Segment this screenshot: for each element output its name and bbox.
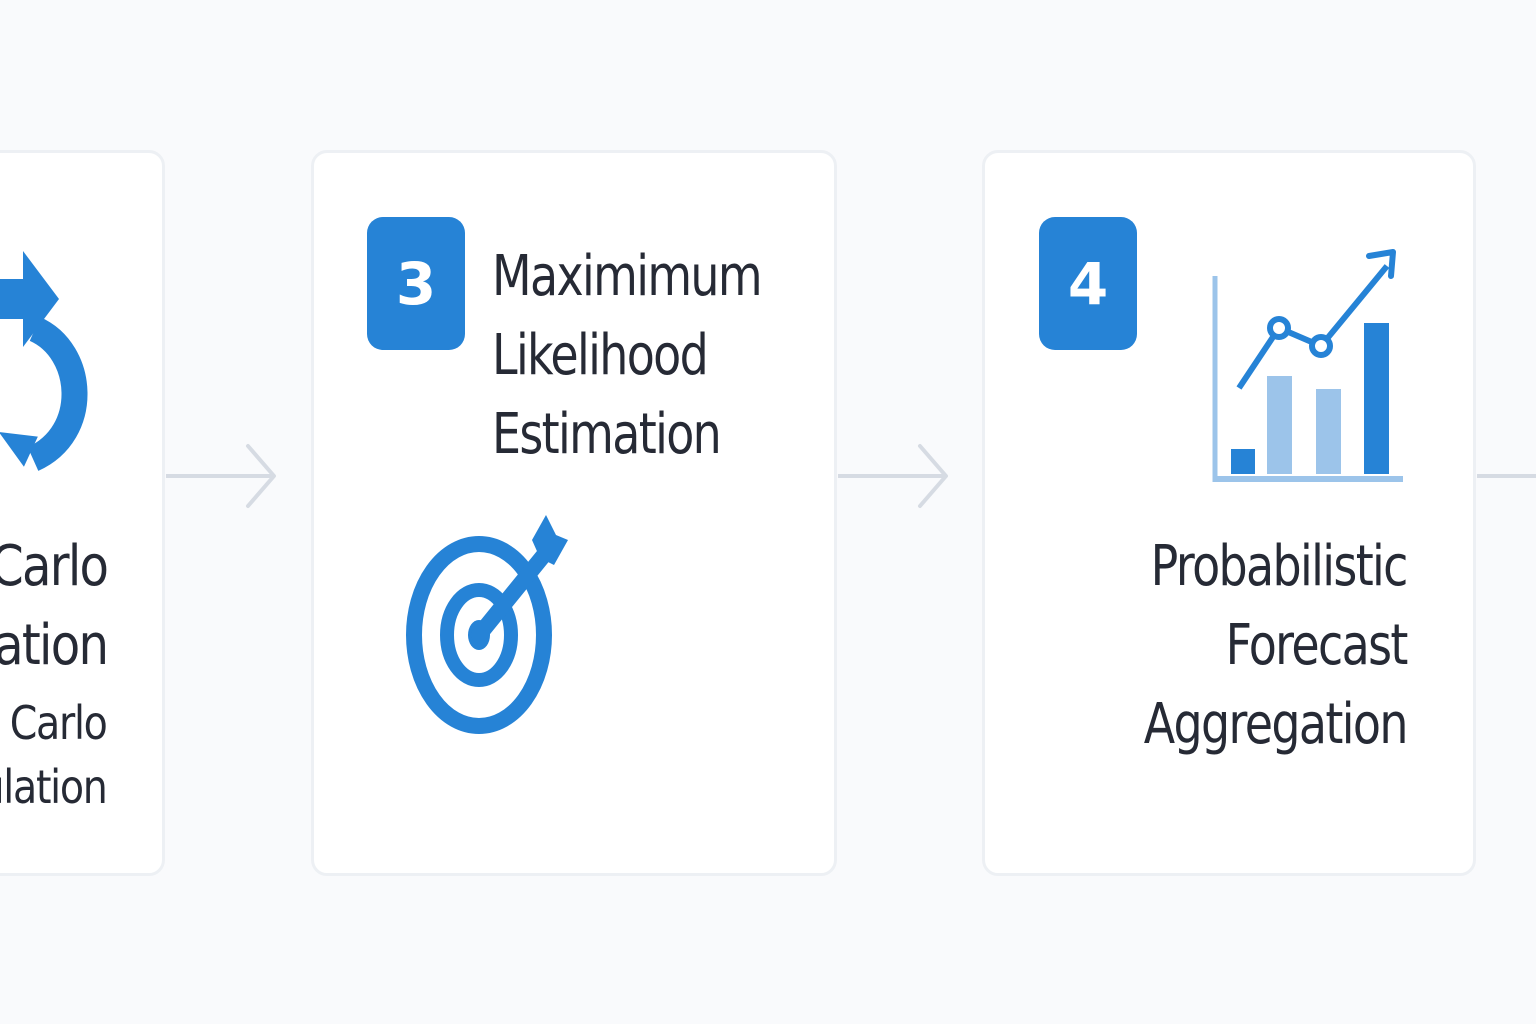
target-arrow-icon	[406, 515, 568, 734]
step-title-line: ation	[0, 613, 109, 678]
step-card-forecast-aggregation: 4 Probabilistic Forecast Aggregation	[982, 150, 1476, 876]
step-subtitle: e Carlo ulation	[0, 691, 108, 819]
step-title-line: Carlo	[0, 534, 109, 599]
step-title: Carlo ation	[0, 527, 109, 685]
cycle-arrows-icon	[0, 251, 88, 471]
step-title-line: Probabilistic	[1150, 534, 1409, 599]
step-number-badge: 3	[367, 217, 465, 350]
step-title-line: Maximimum	[492, 244, 763, 309]
connector-arrow	[166, 444, 276, 508]
step-card-monte-carlo: Carlo ation e Carlo ulation	[0, 150, 165, 876]
step-title-line: Aggregation	[1143, 692, 1409, 757]
step-number-badge: 4	[1039, 217, 1137, 350]
step-subtitle-line: e Carlo	[0, 696, 108, 750]
step-title-line: Estimation	[492, 402, 722, 467]
connector-line	[1477, 474, 1536, 478]
step-card-maximum-likelihood: 3 Maximimum Likelihood Estimation	[311, 150, 837, 876]
bar-line-chart-icon	[1212, 249, 1403, 482]
step-title-line: Likelihood	[492, 323, 709, 388]
step-title: Probabilistic Forecast Aggregation	[1143, 527, 1409, 764]
step-title-line: Forecast	[1225, 613, 1409, 678]
connector-arrow	[838, 444, 948, 508]
step-title: Maximimum Likelihood Estimation	[492, 237, 763, 474]
step-subtitle-line: ulation	[0, 760, 108, 814]
